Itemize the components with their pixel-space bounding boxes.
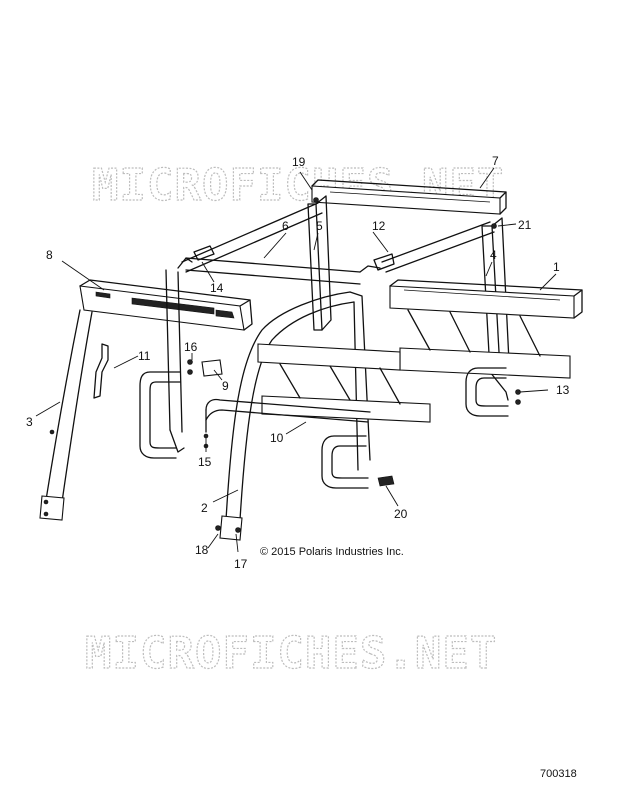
callout-14: 14 (210, 281, 224, 295)
callout-20: 20 (394, 507, 408, 521)
leader-lines (35, 167, 557, 553)
callout-8: 8 (46, 248, 53, 262)
callout-5: 5 (316, 219, 323, 233)
lower-grab-handle-right (465, 367, 509, 417)
front-hoop-part-2 (219, 291, 371, 541)
callout-17: 17 (234, 557, 248, 571)
side-panel-part-1 (389, 279, 583, 379)
callout-9: 9 (222, 379, 229, 393)
callout-11: 11 (138, 349, 151, 363)
callout-2: 2 (201, 501, 208, 515)
watermark-bottom: MICROFICHES.NET (85, 628, 497, 679)
lower-crossbar-part-10 (205, 398, 371, 433)
callout-12: 12 (372, 219, 386, 233)
rear-crossbar-part-7 (311, 179, 507, 215)
callout-16: 16 (184, 340, 198, 354)
rear-left-post-part-5 (307, 195, 332, 331)
callout-13: 13 (556, 383, 570, 397)
side-tube-upper-rear (381, 221, 495, 273)
front-left-post-part-3 (39, 309, 93, 521)
copyright-notice: © 2015 Polaris Industries Inc. (260, 546, 404, 558)
side-tube-part-6 (177, 202, 323, 273)
hardware-fasteners (43, 197, 521, 533)
mid-side-rail (257, 343, 431, 423)
callout-numbers: 1 2 3 4 5 6 7 8 9 10 11 12 13 14 15 16 1… (26, 154, 570, 571)
front-inner-post (165, 269, 185, 453)
callout-15: 15 (198, 455, 212, 469)
lower-grab-handle-mid (321, 435, 369, 489)
bracket-part-11 (93, 343, 109, 399)
front-crossbar-tube (185, 257, 381, 285)
callout-10: 10 (270, 431, 284, 445)
callout-4: 4 (490, 248, 497, 262)
plate-part-9 (187, 359, 223, 377)
callout-6: 6 (282, 219, 289, 233)
callout-18: 18 (195, 543, 209, 557)
callout-3: 3 (26, 415, 33, 429)
callout-7: 7 (492, 154, 499, 168)
callout-21: 21 (518, 218, 532, 232)
diagram-part-number: 700318 (540, 768, 577, 780)
callout-19: 19 (292, 155, 306, 169)
front-roof-panel-part-8 (79, 279, 253, 331)
lower-grab-handle-left (139, 371, 181, 459)
callout-1: 1 (553, 260, 560, 274)
